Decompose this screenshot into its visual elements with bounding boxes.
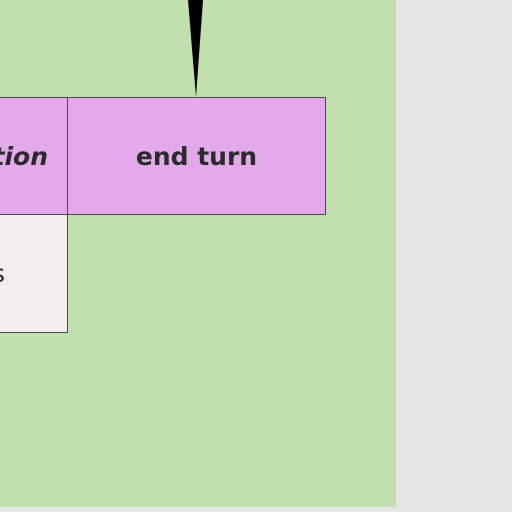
action-box-left: tion bbox=[0, 97, 68, 215]
lower-box-label: s bbox=[0, 259, 5, 288]
end-turn-box: end turn bbox=[67, 97, 326, 215]
arrow-head bbox=[188, 0, 203, 97]
action-box-left-label: tion bbox=[0, 141, 48, 171]
lower-box: s bbox=[0, 214, 68, 333]
end-turn-label: end turn bbox=[135, 141, 258, 171]
